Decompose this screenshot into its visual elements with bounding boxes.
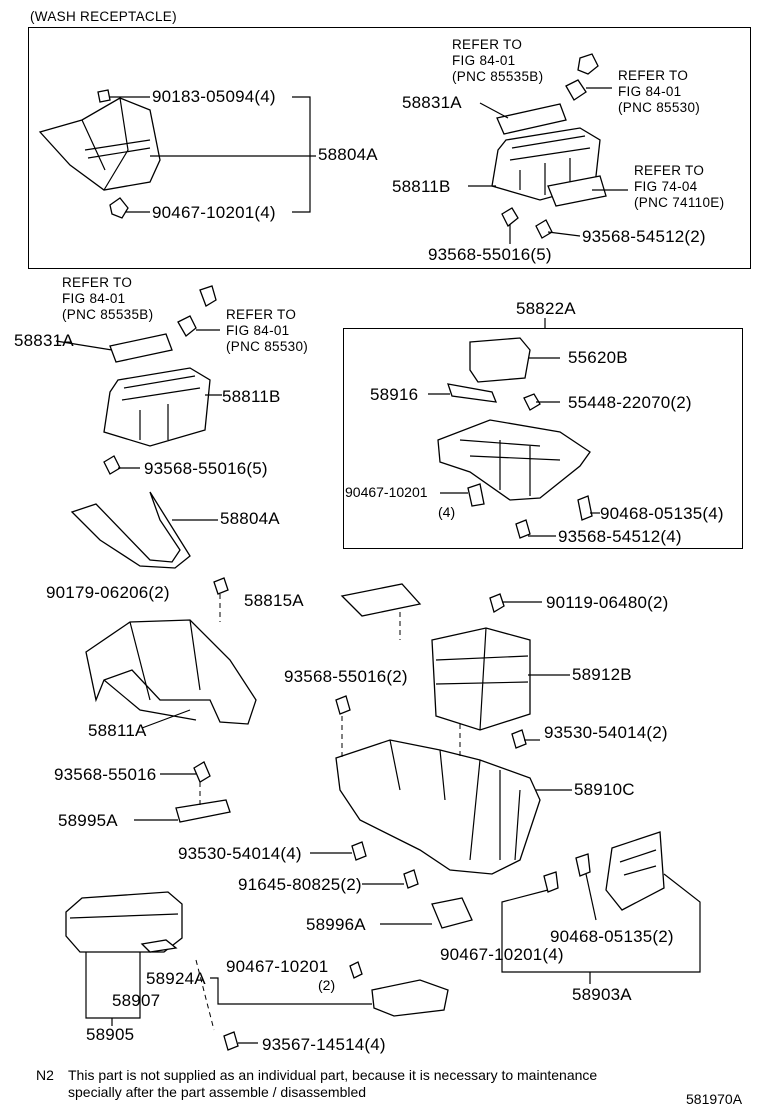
callout-90183-05094: 90183-05094(4): [152, 87, 276, 106]
callout-90467-10201-lower: 90467-10201: [226, 957, 329, 976]
header-title: (WASH RECEPTACLE): [30, 9, 177, 24]
callout-58811B-mid: 58811B: [222, 387, 281, 406]
callout-93530-54014-4: 93530-54014(4): [178, 844, 302, 863]
callout-58924A: 58924A: [146, 969, 206, 988]
callout-90468-05135-mid: 90468-05135(4): [600, 504, 724, 523]
lower-58815a-58912b: [340, 583, 570, 731]
mid-left-leaders: [55, 329, 222, 521]
callout-58995A: 58995A: [58, 811, 118, 830]
callout-93568-55016-2: 93568-55016(2): [284, 667, 408, 686]
callout-58811B-top: 58811B: [392, 177, 451, 196]
callout-58903A: 58903A: [572, 985, 632, 1004]
callout-58907: 58907: [112, 991, 161, 1010]
callout-90468-05135-2: 90468-05135(2): [550, 927, 674, 946]
callout-qty-4: (4): [438, 504, 456, 520]
callout-93568-55016-top: 93568-55016(5): [428, 245, 552, 264]
callout-qty-2: (2): [318, 977, 336, 993]
footnote-tag: N2: [36, 1067, 54, 1083]
top-leader-lines: [110, 96, 316, 213]
assembly-title-58822A: 58822A: [516, 299, 576, 318]
lower-58811a: [85, 577, 257, 823]
top-right-leaders: [468, 87, 628, 244]
callout-93568-55016-mid: 93568-55016(5): [144, 459, 268, 478]
callout-90179-06206: 90179-06206(2): [46, 583, 170, 602]
callout-58811A: 58811A: [88, 721, 147, 740]
lower-58910c: [310, 695, 572, 929]
callout-58996A: 58996A: [306, 915, 366, 934]
footnote-line-2: specially after the part assemble / disa…: [68, 1084, 367, 1100]
footnote-line-1: This part is not supplied as an individu…: [68, 1067, 598, 1083]
lower-58905-armrest: [65, 891, 449, 1051]
callout-93567-14514: 93567-14514(4): [262, 1035, 386, 1054]
callout-55448-22070: 55448-22070(2): [568, 393, 692, 412]
top-58811b-console: [491, 53, 607, 239]
callout-93568-54512-mid: 93568-54512(4): [558, 527, 682, 546]
callout-55620B: 55620B: [568, 348, 628, 367]
callout-58831A-mid: 58831A: [14, 331, 74, 350]
callout-58815A: 58815A: [244, 591, 304, 610]
callout-90467-10201-top: 90467-10201(4): [152, 203, 276, 222]
callout-58910C: 58910C: [574, 780, 635, 799]
callout-58916: 58916: [370, 385, 419, 404]
callout-58804A-mid: 58804A: [220, 509, 280, 528]
lower-58903a: [501, 831, 701, 984]
mid-left-58811b: [103, 285, 217, 475]
callout-93568-54512-top: 93568-54512(2): [582, 227, 706, 246]
callout-58804A-top: 58804A: [318, 145, 378, 164]
callout-90467-10201-mid: 90467-10201: [345, 484, 428, 500]
callout-90119-06480: 90119-06480(2): [546, 593, 669, 612]
mid-right-parts: [428, 318, 600, 539]
mid-left-58804a: [70, 491, 191, 569]
callout-93530-54014-2: 93530-54014(2): [544, 723, 668, 742]
callout-58912B: 58912B: [572, 665, 632, 684]
callout-93568-55016-lower: 93568-55016: [54, 765, 157, 784]
figure-code: 581970A: [686, 1091, 743, 1107]
callout-58831A-top: 58831A: [402, 93, 462, 112]
wash-receptacle-frame: [28, 27, 751, 269]
top-58804a-panel: [38, 89, 161, 219]
callout-90467-10201-4: 90467-10201(4): [440, 945, 564, 964]
callout-58905: 58905: [86, 1025, 135, 1044]
callout-91645-80825: 91645-80825(2): [238, 875, 362, 894]
assembly-58822A-frame: [343, 328, 743, 549]
